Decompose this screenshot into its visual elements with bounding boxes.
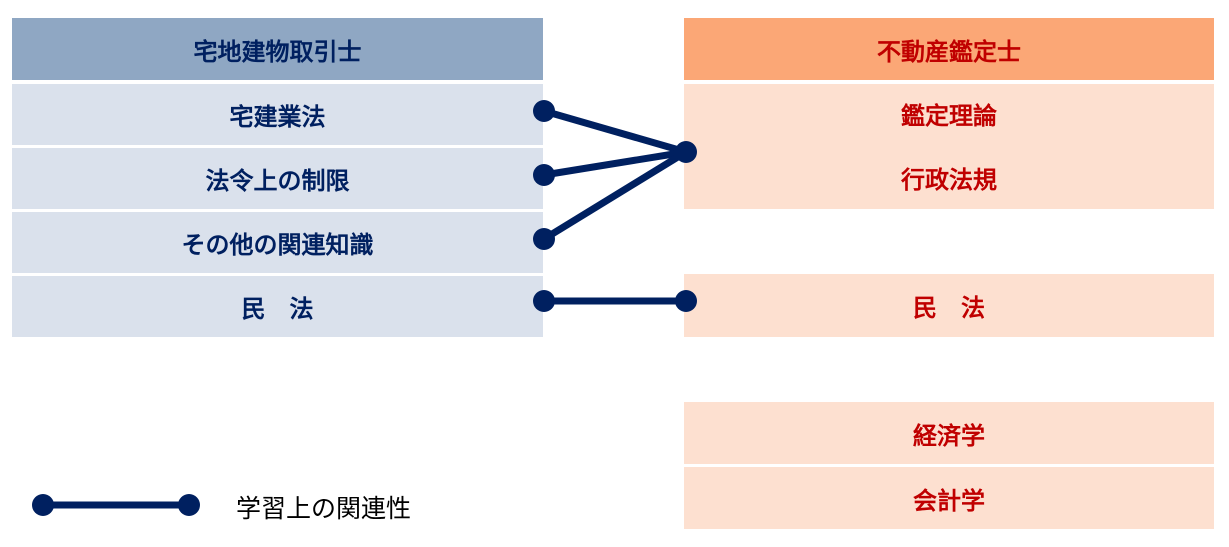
- left-item-minpo: 民 法: [12, 276, 543, 337]
- dot-icon: [533, 228, 555, 250]
- legend-dot-icon: [178, 494, 200, 516]
- left-item-takkengyoho: 宅建業法: [12, 84, 543, 145]
- right-item-minpo: 民 法: [684, 274, 1214, 337]
- right-item-keizaigaku: 経済学: [684, 402, 1214, 464]
- left-item-sonota: その他の関連知識: [12, 212, 543, 273]
- kanteishi-header: 不動産鑑定士: [684, 18, 1214, 80]
- dot-icon: [675, 141, 697, 163]
- dot-icon: [675, 290, 697, 312]
- legend-label: 学習上の関連性: [236, 494, 412, 523]
- right-group-kantei-gyosei: 鑑定理論 行政法規: [684, 84, 1214, 209]
- left-item-horei: 法令上の制限: [12, 148, 543, 209]
- dot-icon: [533, 164, 555, 186]
- takken-header: 宅地建物取引士: [12, 18, 543, 80]
- connector-horei: [543, 148, 687, 179]
- dot-icon: [533, 100, 555, 122]
- dot-icon: [533, 290, 555, 312]
- right-item-gyosei-hoki: 行政法規: [901, 166, 997, 194]
- right-item-kaikeigaku: 会計学: [684, 467, 1214, 529]
- connector-sonota: [542, 149, 688, 242]
- legend-dot-icon: [32, 494, 54, 516]
- connector-takkengyoho: [543, 107, 687, 156]
- right-item-kantei-riron: 鑑定理論: [901, 102, 997, 130]
